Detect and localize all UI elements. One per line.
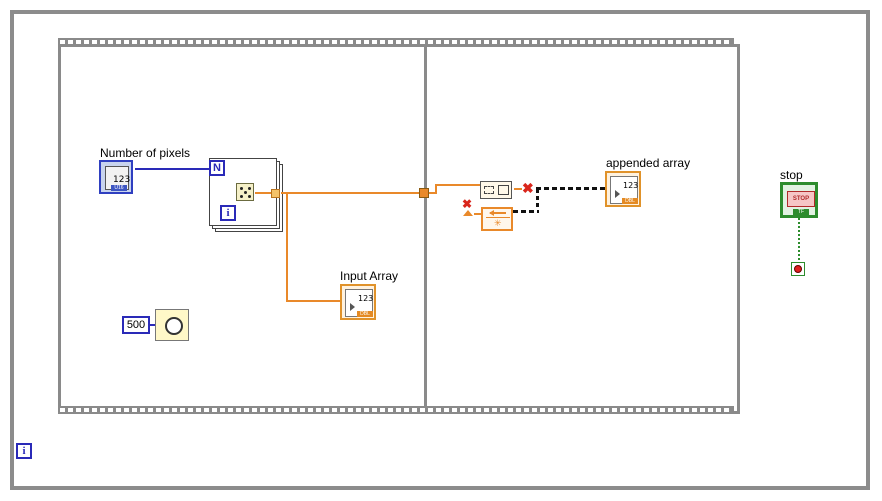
wire-random-out[interactable] (255, 192, 273, 194)
for-loop-output-tunnel[interactable] (271, 189, 280, 198)
flat-sequence-structure[interactable] (58, 38, 740, 414)
representation-badge: U16 (111, 185, 127, 191)
input-array-indicator[interactable]: 123 DBL (340, 284, 376, 320)
sequence-film-top (58, 38, 734, 46)
wire-array-to-indicator[interactable] (286, 300, 340, 302)
dice-random-icon[interactable] (236, 183, 254, 201)
wire-numeric[interactable] (135, 168, 209, 170)
build-array-icon[interactable] (480, 181, 512, 199)
wait-ms-constant[interactable]: 500 (122, 316, 150, 334)
broken-wire-icon[interactable]: ✖ (522, 180, 534, 196)
wire-to-build-array[interactable] (435, 184, 481, 186)
number-of-pixels-label: Number of pixels (100, 146, 191, 160)
sequence-frame-1[interactable] (424, 44, 740, 414)
sequence-film-bottom (58, 406, 734, 414)
broken-wire-dashed-down[interactable] (536, 189, 539, 211)
representation-badge: TF (793, 209, 809, 215)
wire-array-down[interactable] (286, 193, 288, 301)
broken-wire-icon[interactable]: ✖ (462, 197, 473, 211)
wire-stub[interactable] (514, 188, 522, 190)
numeric-type-text: 123 (113, 175, 131, 185)
array-type-text: 123 (358, 294, 374, 303)
broken-wire-dashed[interactable] (536, 187, 606, 190)
while-loop-iteration-terminal[interactable]: i (16, 443, 32, 459)
initialize-array-icon[interactable]: ✳ (481, 207, 513, 231)
wire-feedback[interactable] (474, 213, 482, 215)
feedback-arrow-icon[interactable] (463, 210, 473, 216)
stopwatch-wait-icon[interactable] (155, 309, 189, 341)
number-of-pixels-control[interactable]: 123 U16 (99, 160, 133, 194)
loop-condition-terminal[interactable] (791, 262, 805, 276)
wire-frame1-up[interactable] (435, 184, 437, 194)
for-loop-count-terminal[interactable]: N (209, 160, 225, 176)
appended-array-label: appended array (606, 156, 691, 170)
for-loop-iteration-terminal[interactable]: i (220, 205, 236, 221)
while-loop-structure[interactable] (10, 10, 870, 490)
wire-array-to-sequence[interactable] (281, 192, 421, 194)
stop-label: stop (780, 168, 803, 182)
appended-array-indicator[interactable]: 123 DBL (605, 171, 641, 207)
sequence-tunnel[interactable] (419, 188, 429, 198)
representation-badge: DBL (622, 198, 638, 204)
representation-badge: DBL (357, 311, 373, 317)
broken-wire-dashed-back[interactable] (513, 210, 539, 213)
stop-control[interactable]: STOP TF (780, 182, 818, 218)
stop-icon: STOP (787, 191, 815, 207)
input-array-label: Input Array (340, 269, 399, 283)
wire-boolean[interactable] (798, 218, 800, 262)
array-type-text: 123 (623, 181, 639, 190)
wire-wait[interactable] (150, 324, 156, 326)
wire-frame1-in[interactable] (429, 192, 436, 194)
